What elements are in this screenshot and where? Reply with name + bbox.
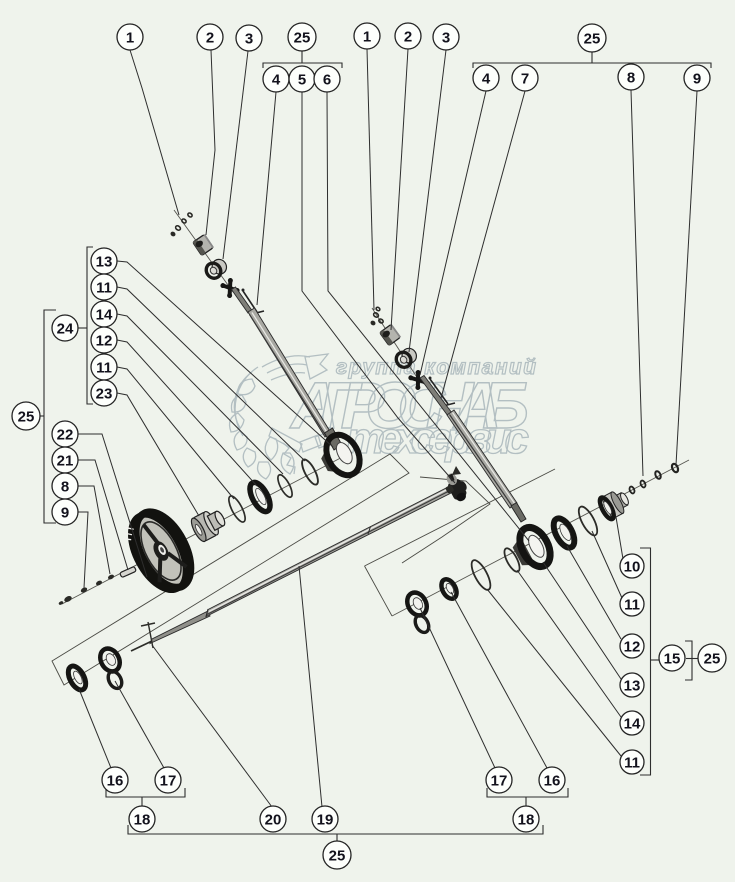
svg-text:18: 18	[134, 811, 151, 828]
svg-text:25: 25	[704, 650, 721, 667]
svg-text:15: 15	[664, 650, 681, 667]
svg-text:11: 11	[624, 596, 640, 613]
svg-text:12: 12	[624, 638, 641, 655]
svg-text:16: 16	[107, 772, 124, 789]
svg-text:21: 21	[57, 452, 74, 469]
svg-text:2: 2	[206, 29, 214, 46]
svg-text:6: 6	[323, 71, 331, 88]
svg-text:19: 19	[317, 811, 334, 828]
svg-text:13: 13	[96, 253, 113, 270]
svg-text:9: 9	[61, 504, 69, 521]
svg-text:3: 3	[245, 30, 253, 47]
svg-text:12: 12	[96, 332, 113, 349]
svg-text:17: 17	[160, 772, 177, 789]
svg-text:8: 8	[61, 478, 69, 495]
svg-text:4: 4	[482, 70, 491, 87]
svg-text:14: 14	[96, 306, 113, 323]
svg-text:7: 7	[521, 70, 529, 87]
svg-text:5: 5	[298, 71, 306, 88]
svg-text:20: 20	[265, 811, 282, 828]
svg-text:13: 13	[624, 677, 641, 694]
svg-text:25: 25	[584, 30, 601, 47]
svg-text:18: 18	[518, 811, 535, 828]
svg-text:техсервис: техсервис	[346, 414, 529, 463]
svg-text:11: 11	[96, 279, 112, 296]
svg-text:8: 8	[627, 69, 635, 86]
svg-text:2: 2	[404, 28, 412, 45]
svg-text:24: 24	[57, 320, 74, 337]
svg-text:9: 9	[693, 70, 701, 87]
svg-text:3: 3	[442, 29, 450, 46]
svg-text:16: 16	[544, 772, 561, 789]
svg-text:11: 11	[96, 359, 112, 376]
svg-text:25: 25	[294, 29, 311, 46]
svg-text:4: 4	[272, 71, 281, 88]
svg-text:10: 10	[624, 558, 641, 575]
svg-text:1: 1	[126, 29, 134, 46]
svg-text:14: 14	[624, 715, 641, 732]
svg-text:1: 1	[363, 28, 371, 45]
svg-text:17: 17	[491, 772, 508, 789]
svg-text:25: 25	[329, 847, 346, 864]
svg-text:11: 11	[624, 754, 640, 771]
svg-text:25: 25	[18, 408, 35, 425]
svg-text:группа компаний: группа компаний	[336, 356, 536, 379]
svg-text:22: 22	[57, 426, 74, 443]
svg-text:23: 23	[96, 385, 113, 402]
